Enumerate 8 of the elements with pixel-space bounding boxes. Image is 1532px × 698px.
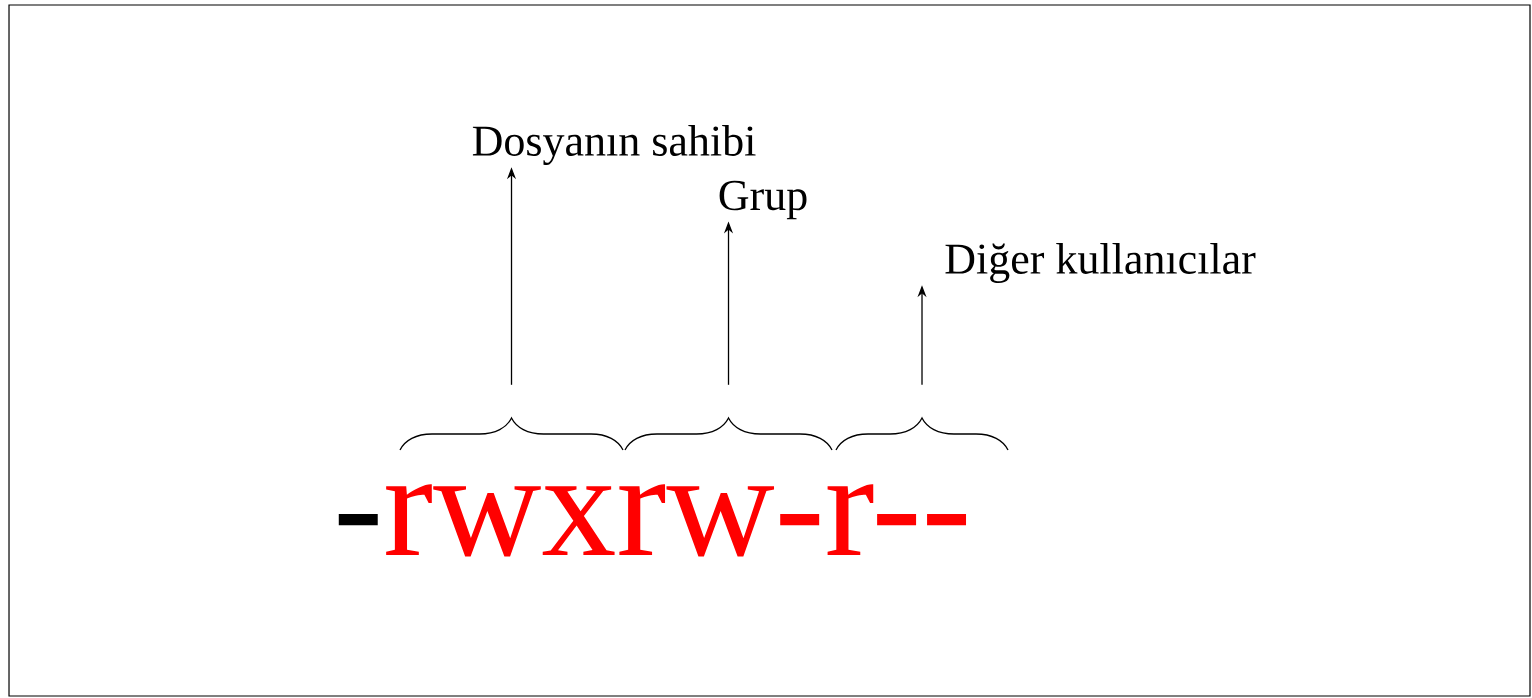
node-label: Diğer kullanıcılar xyxy=(945,243,1256,283)
curly-brace xyxy=(624,417,833,451)
curly-brace xyxy=(399,417,624,451)
node-label: Dosyanın sahibi xyxy=(472,125,756,165)
permission-string: - xyxy=(338,514,378,526)
permission-string: rwxrw-r-- xyxy=(386,484,967,557)
node-label: Grup xyxy=(719,180,807,220)
curly-brace xyxy=(835,417,1009,451)
